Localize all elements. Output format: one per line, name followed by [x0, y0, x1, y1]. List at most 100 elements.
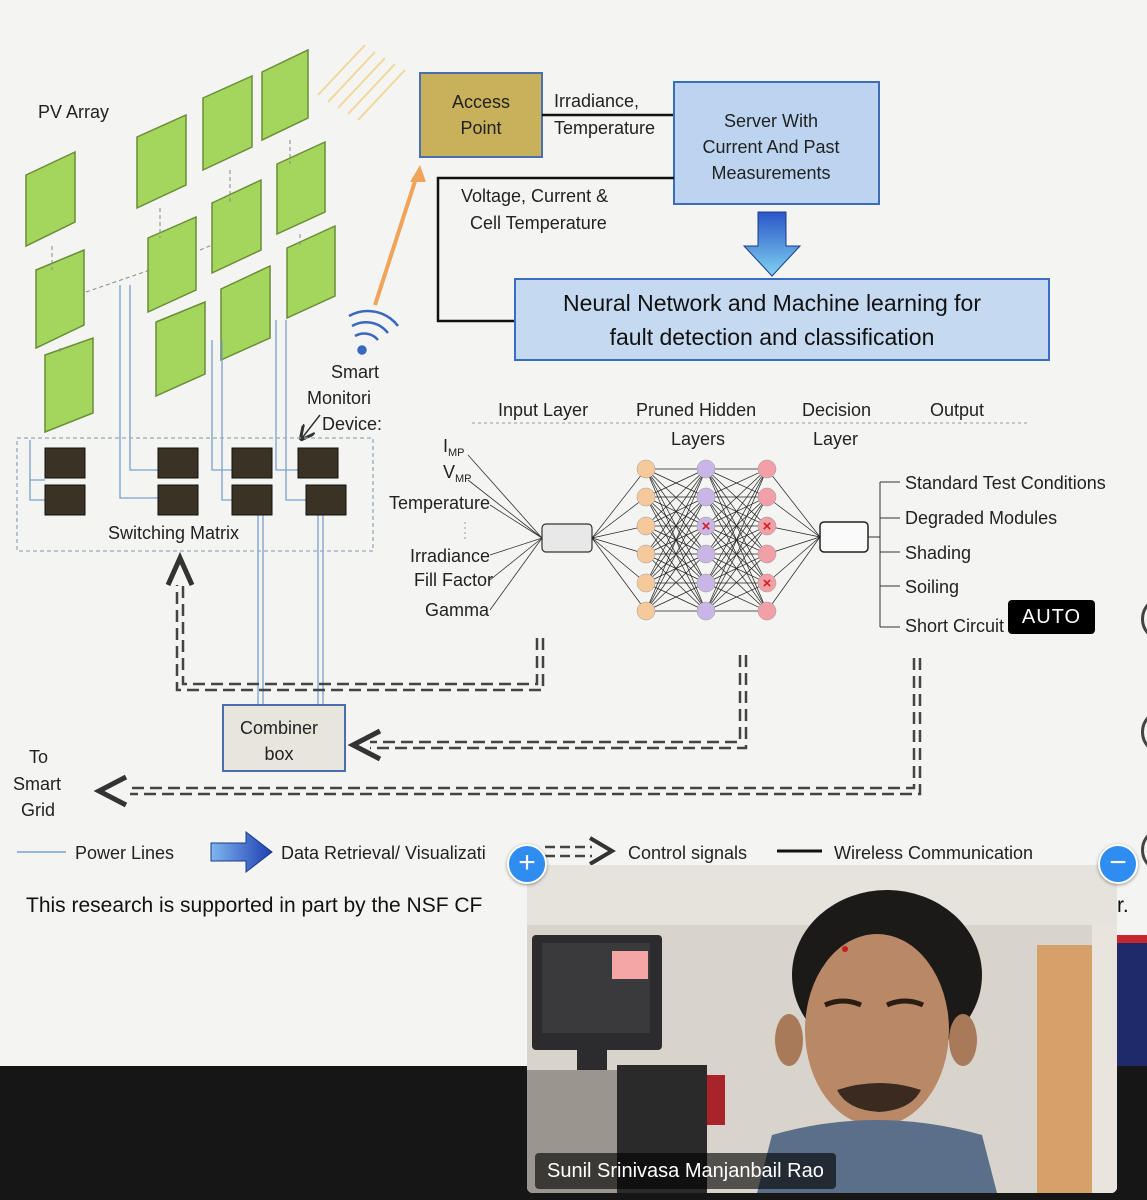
nn-node: [757, 573, 777, 593]
nn-node: [696, 544, 716, 564]
output-soiling: Soiling: [905, 577, 959, 597]
switch-block: [157, 447, 199, 479]
decision-block: [819, 521, 869, 553]
nn-node: [696, 487, 716, 507]
combiner-box: [222, 704, 346, 772]
nn-box: [514, 278, 1050, 361]
cell-temperature-label: Cell Temperature: [470, 213, 607, 233]
nn-box-label-2: fault detection and classification: [610, 324, 935, 350]
nn-node: [696, 459, 716, 479]
pv-connections: [51, 140, 301, 355]
server-nn-link: [436, 176, 674, 323]
output-short-circuit: Short Circuit: [905, 616, 1004, 636]
server-box: [673, 81, 880, 205]
voltage-current-label: Voltage, Current &: [461, 186, 608, 206]
smart-monitoring-label-1: Smart: [331, 362, 379, 382]
output-labels: Standard Test Conditions Degraded Module…: [880, 473, 1106, 636]
pruned-hidden-header-2: Layers: [671, 429, 725, 449]
control-signal-lines: [130, 585, 922, 796]
input-processing-block: [541, 523, 593, 553]
auto-badge[interactable]: AUTO: [1008, 600, 1095, 634]
output-shading: Shading: [905, 543, 971, 563]
participant-name: Sunil Srinivasa Manjanbail Rao: [535, 1153, 836, 1189]
pv-panel: [276, 140, 326, 236]
orange-arrow: [373, 171, 420, 306]
switching-matrix-frame: [16, 437, 374, 552]
smart-monitoring-label-3: Device:: [322, 414, 382, 434]
pruned-node-mark: ×: [763, 575, 772, 592]
pv-panel: [211, 178, 262, 275]
nn-node: [696, 601, 716, 621]
switch-block: [231, 447, 273, 479]
nn-node: [757, 516, 777, 536]
pv-panel: [35, 248, 85, 350]
presentation-slide: PV Array: [13, 44, 1147, 1066]
access-point-label-1: Access: [452, 92, 510, 112]
pv-panel: [25, 150, 76, 248]
server-label-3: Measurements: [711, 163, 830, 183]
input-vmp: VMP: [443, 462, 472, 485]
orange-arrow-head: [410, 165, 426, 182]
to-smart-grid-1: To: [29, 747, 48, 767]
legend-control-swatch: [545, 836, 616, 866]
pv-array-label: PV Array: [38, 102, 109, 122]
pv-panels: [25, 48, 336, 434]
slide-diagram: PV Array: [13, 44, 1147, 1066]
control-arrow-left-combiner: [347, 728, 382, 762]
switch-block: [305, 484, 347, 516]
nn-node: [757, 601, 777, 621]
switch-block: [44, 484, 86, 516]
switch-block: [231, 484, 273, 516]
server-label-2: Current And Past: [702, 137, 839, 157]
nn-node: [757, 459, 777, 479]
control-arrow-up: [165, 551, 195, 587]
legend-data-arrow: [210, 830, 273, 874]
pv-panel: [136, 113, 187, 210]
input-imp: IMP: [443, 436, 465, 459]
output-degraded: Degraded Modules: [905, 508, 1057, 528]
switch-block: [44, 447, 86, 479]
pv-panel: [220, 264, 271, 362]
footer-text: This research is supported in part by th…: [26, 894, 482, 917]
input-irradiance: Irradiance: [410, 546, 490, 566]
nn-node: [636, 459, 656, 479]
data-down-arrow: [742, 211, 802, 277]
nn-node: [636, 573, 656, 593]
nn-node: [696, 573, 716, 593]
smart-monitoring-label-2: Monitori: [307, 388, 371, 408]
nn-box-label-1: Neural Network and Machine learning for: [563, 290, 981, 316]
nn-node: [757, 544, 777, 564]
pv-panel: [261, 48, 309, 142]
input-fill-factor: Fill Factor: [414, 570, 493, 590]
nn-node: [636, 601, 656, 621]
legend-power-lines: Power Lines: [75, 843, 174, 863]
to-smart-grid-3: Grid: [21, 800, 55, 820]
add-button[interactable]: +: [507, 844, 547, 884]
pv-panel: [44, 336, 94, 434]
to-smart-grid-2: Smart: [13, 774, 61, 794]
input-gamma: Gamma: [425, 600, 490, 620]
input-temperature: Temperature: [389, 493, 490, 513]
sunlight-rays: [317, 44, 406, 121]
input-layer-header: Input Layer: [498, 400, 588, 420]
legend-control-signals: Control signals: [628, 843, 747, 863]
nn-nodes: ×××: [636, 459, 777, 621]
pv-panel: [147, 215, 197, 314]
footer-text-end: r.: [1117, 894, 1129, 917]
slide-corner-logo: [1117, 935, 1147, 1066]
nn-node: [636, 544, 656, 564]
pruned-node-mark: ×: [702, 518, 711, 535]
pv-panel: [286, 224, 336, 320]
pv-panel: [155, 300, 206, 398]
power-wires: [29, 285, 324, 705]
slide-corner-stripe: [1117, 935, 1147, 943]
irradiance-label: Irradiance,: [554, 91, 639, 111]
switch-block: [297, 447, 339, 479]
switching-matrix-label: Switching Matrix: [108, 523, 239, 543]
participant-video[interactable]: [527, 865, 1117, 1193]
device-pointer: [302, 414, 321, 438]
video-feed: [527, 865, 1117, 1193]
remove-button[interactable]: −: [1098, 844, 1138, 884]
output-stc: Standard Test Conditions: [905, 473, 1106, 493]
legend-data-retrieval: Data Retrieval/ Visualizati: [281, 843, 486, 863]
